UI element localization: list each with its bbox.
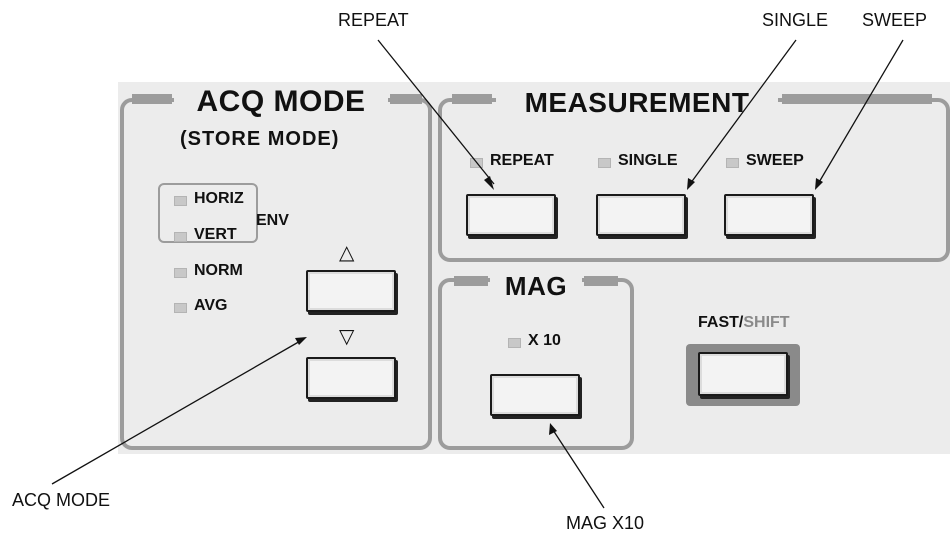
down-arrow-icon: ▽ <box>339 324 355 348</box>
single-led <box>598 158 611 168</box>
up-arrow-icon: △ <box>339 240 355 264</box>
acq-title-bar-left <box>132 94 172 104</box>
slash-text: / <box>738 314 744 331</box>
vert-label: VERT <box>194 226 237 243</box>
shift-text: SHIFT <box>743 314 790 331</box>
callout-single: SINGLE <box>762 10 829 30</box>
sweep-led <box>726 158 739 168</box>
horiz-label: HORIZ <box>194 190 244 207</box>
vert-led <box>174 232 187 242</box>
measurement-title-bar-left <box>452 94 492 104</box>
acq-down-button[interactable] <box>306 357 396 399</box>
callout-repeat: REPEAT <box>338 10 409 30</box>
callout-acq-mode: ACQ MODE <box>12 490 111 510</box>
callout-sweep: SWEEP <box>862 10 928 30</box>
mag-x10-button[interactable] <box>490 374 580 416</box>
single-button[interactable] <box>596 194 686 236</box>
sweep-label: SWEEP <box>746 152 804 169</box>
callout-mag-x10: MAG X10 <box>566 513 645 533</box>
acq-mode-title: ACQ MODE <box>174 86 388 118</box>
avg-label: AVG <box>194 297 228 314</box>
single-label: SINGLE <box>618 152 678 169</box>
mag-title: MAG <box>490 272 582 300</box>
x10-label: X 10 <box>528 332 561 349</box>
repeat-button[interactable] <box>466 194 556 236</box>
norm-led <box>174 268 187 278</box>
mag-title-bar-right <box>584 276 618 286</box>
repeat-label: REPEAT <box>490 152 554 169</box>
env-bracket <box>158 183 258 243</box>
acq-up-button[interactable] <box>306 270 396 312</box>
x10-led <box>508 338 521 348</box>
measurement-title-bar-right <box>782 94 932 104</box>
front-panel: ACQ MODE (STORE MODE) HORIZ ENV VERT NOR… <box>118 82 950 454</box>
avg-led <box>174 303 187 313</box>
fast-text: FAST <box>698 314 739 331</box>
fast-shift-label: FAST/SHIFT <box>698 314 790 332</box>
mag-title-bar-left <box>454 276 488 286</box>
measurement-title: MEASUREMENT <box>496 88 778 118</box>
repeat-led <box>470 158 483 168</box>
acq-mode-subtitle: (STORE MODE) <box>180 128 340 150</box>
acq-title-bar-right <box>390 94 422 104</box>
sweep-button[interactable] <box>724 194 814 236</box>
fast-shift-button[interactable] <box>698 352 788 396</box>
env-label: ENV <box>256 212 289 229</box>
mag-frame <box>438 278 634 450</box>
horiz-led <box>174 196 187 206</box>
measurement-frame <box>438 98 950 262</box>
norm-label: NORM <box>194 262 243 279</box>
